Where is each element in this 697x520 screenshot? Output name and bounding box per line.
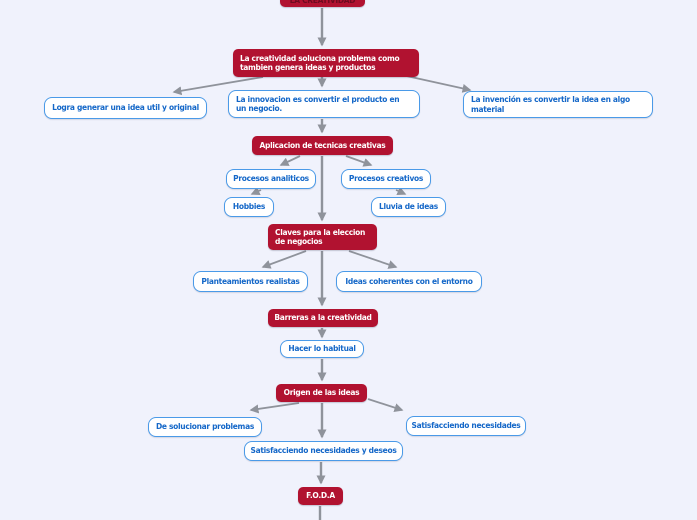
node-ideas-coherentes[interactable]: Ideas coherentes con el entorno — [336, 271, 482, 292]
node-root[interactable]: LA CREATIVIDAD — [280, 0, 365, 7]
node-hobbies[interactable]: Hobbies — [224, 197, 274, 217]
node-logra-idea[interactable]: Logra generar una idea util y original — [44, 97, 207, 119]
node-hacer-habitual[interactable]: Hacer lo habitual — [280, 340, 364, 358]
node-claves-negocios[interactable]: Claves para la eleccion de negocios — [268, 224, 377, 250]
connector-procesos-creativos-to-lluvia-ideas — [395, 186, 407, 196]
connector-origen-ideas-to-satisfacciendo-necesidades — [367, 398, 404, 412]
connector-claves-negocios-to-ideas-coherentes — [348, 250, 398, 269]
node-lluvia-ideas[interactable]: Lluvia de ideas — [371, 197, 446, 217]
connector-aplicacion-tecnicas-to-procesos-creativos — [345, 155, 373, 167]
node-procesos-analiticos[interactable]: Procesos analiticos — [226, 169, 316, 189]
connector-aplicacion-tecnicas-to-procesos-analiticos — [279, 155, 301, 166]
node-innovacion[interactable]: La innovacion es convertir el producto e… — [228, 90, 420, 118]
node-barreras[interactable]: Barreras a la creatividad — [268, 309, 378, 327]
connector-creatividad-soluciona-to-logra-idea — [172, 76, 264, 96]
node-creatividad-soluciona[interactable]: La creatividad soluciona problema como t… — [233, 49, 419, 77]
node-aplicacion-tecnicas[interactable]: Aplicacion de tecnicas creativas — [252, 136, 393, 155]
node-solucionar-problemas[interactable]: De solucionar problemas — [148, 417, 262, 437]
node-origen-ideas[interactable]: Origen de las ideas — [276, 384, 367, 402]
node-procesos-creativos[interactable]: Procesos creativos — [341, 169, 431, 189]
connector-creatividad-soluciona-to-invencion — [401, 74, 472, 93]
node-satisfacciendo-necesidades[interactable]: Satisfacciendo necesidades — [406, 416, 526, 436]
node-foda[interactable]: F.O.D.A — [298, 487, 343, 505]
connector-origen-ideas-to-solucionar-problemas — [249, 402, 300, 414]
connector-procesos-analiticos-to-hobbies — [250, 186, 262, 196]
node-invencion[interactable]: La invención es convertir la idea en alg… — [463, 91, 653, 118]
node-planteamientos[interactable]: Planteamientos realistas — [193, 271, 308, 292]
node-satisfacciendo-deseos[interactable]: Satisfacciendo necesidades y deseos — [244, 441, 403, 461]
connector-claves-negocios-to-planteamientos — [261, 250, 307, 269]
